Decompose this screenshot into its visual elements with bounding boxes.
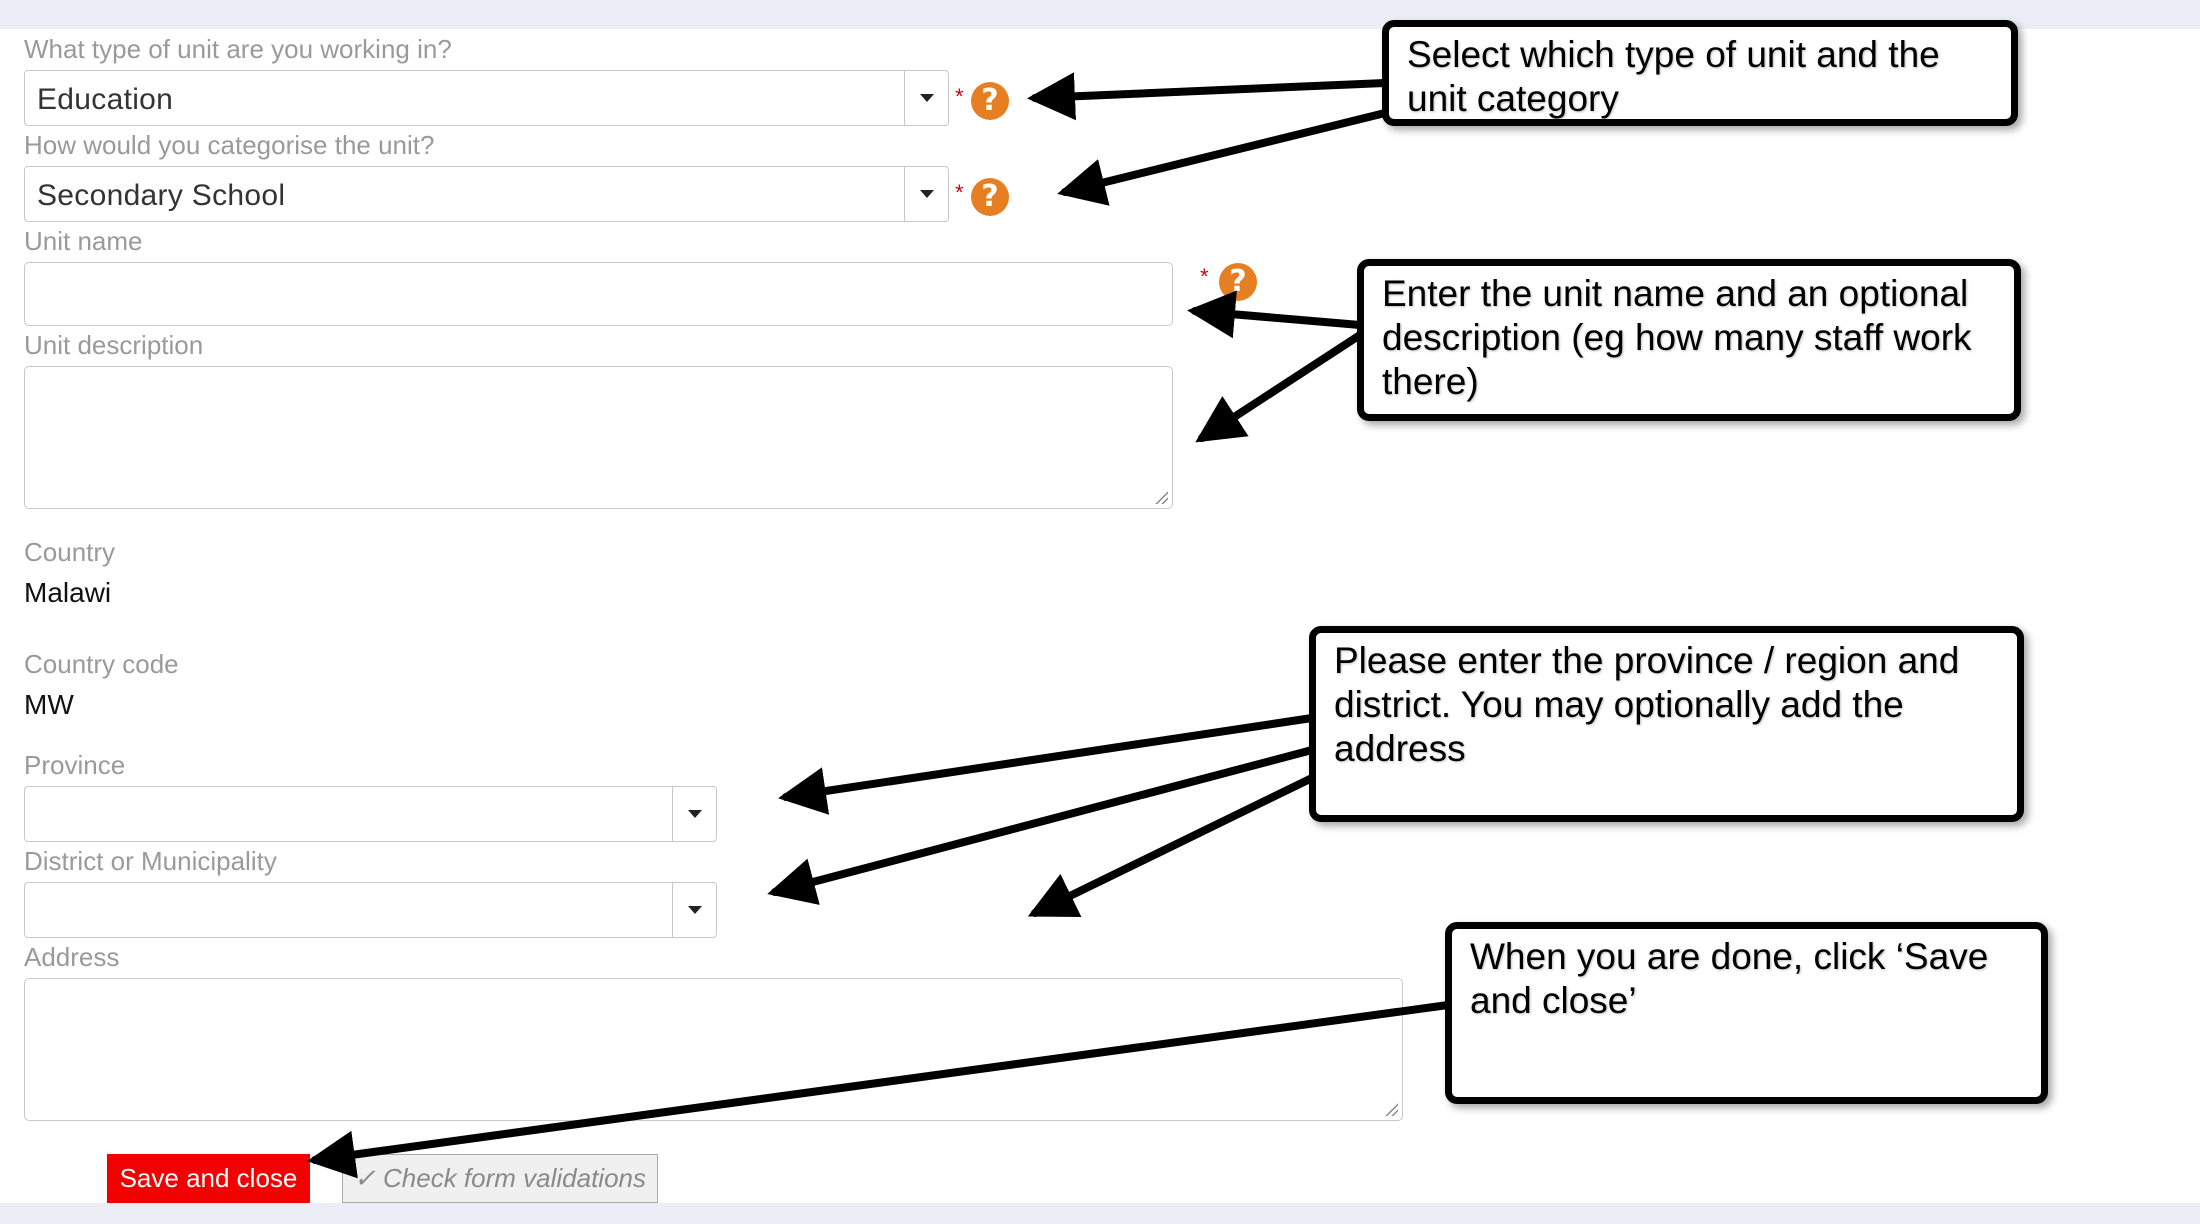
province-label: Province xyxy=(24,750,126,780)
district-select[interactable] xyxy=(24,882,717,938)
country-code-value: MW xyxy=(24,689,74,720)
province-select[interactable] xyxy=(24,786,717,842)
address-textarea[interactable] xyxy=(24,978,1403,1121)
callout-province: Please enter the province / region and d… xyxy=(1309,626,2024,822)
chevron-down-icon[interactable] xyxy=(672,787,716,841)
unit-name-label: Unit name xyxy=(24,226,143,256)
unit-category-value: Secondary School xyxy=(37,179,286,212)
help-icon[interactable]: ? xyxy=(971,178,1009,216)
check-form-validations-button[interactable]: ✓ Check form validations xyxy=(342,1154,658,1203)
help-icon[interactable]: ? xyxy=(971,82,1009,120)
country-label: Country xyxy=(24,537,116,567)
callout-unit-name: Enter the unit name and an optional desc… xyxy=(1357,259,2021,421)
callout-save: When you are done, click ‘Save and close… xyxy=(1445,922,2048,1104)
unit-description-label: Unit description xyxy=(24,330,204,360)
required-marker: * xyxy=(955,180,964,205)
required-marker: * xyxy=(1200,264,1209,289)
save-and-close-button[interactable]: Save and close xyxy=(107,1154,310,1203)
resize-grip-icon[interactable] xyxy=(1384,1102,1398,1116)
address-label: Address xyxy=(24,942,120,972)
unit-description-textarea[interactable] xyxy=(24,366,1173,509)
unit-category-label: How would you categorise the unit? xyxy=(24,130,435,160)
required-marker: * xyxy=(955,84,964,109)
district-label: District or Municipality xyxy=(24,846,277,876)
chevron-down-icon[interactable] xyxy=(904,167,948,221)
unit-type-value: Education xyxy=(37,83,174,116)
unit-type-select[interactable]: Education xyxy=(24,70,949,126)
resize-grip-icon[interactable] xyxy=(1154,490,1168,504)
chevron-down-icon[interactable] xyxy=(904,71,948,125)
help-icon[interactable]: ? xyxy=(1219,263,1257,301)
callout-unit-type: Select which type of unit and the unit c… xyxy=(1382,20,2018,126)
country-value: Malawi xyxy=(24,577,112,608)
unit-category-select[interactable]: Secondary School xyxy=(24,166,949,222)
country-code-label: Country code xyxy=(24,649,179,679)
unit-type-label: What type of unit are you working in? xyxy=(24,34,452,64)
chevron-down-icon[interactable] xyxy=(672,883,716,937)
unit-name-input[interactable] xyxy=(24,262,1173,326)
